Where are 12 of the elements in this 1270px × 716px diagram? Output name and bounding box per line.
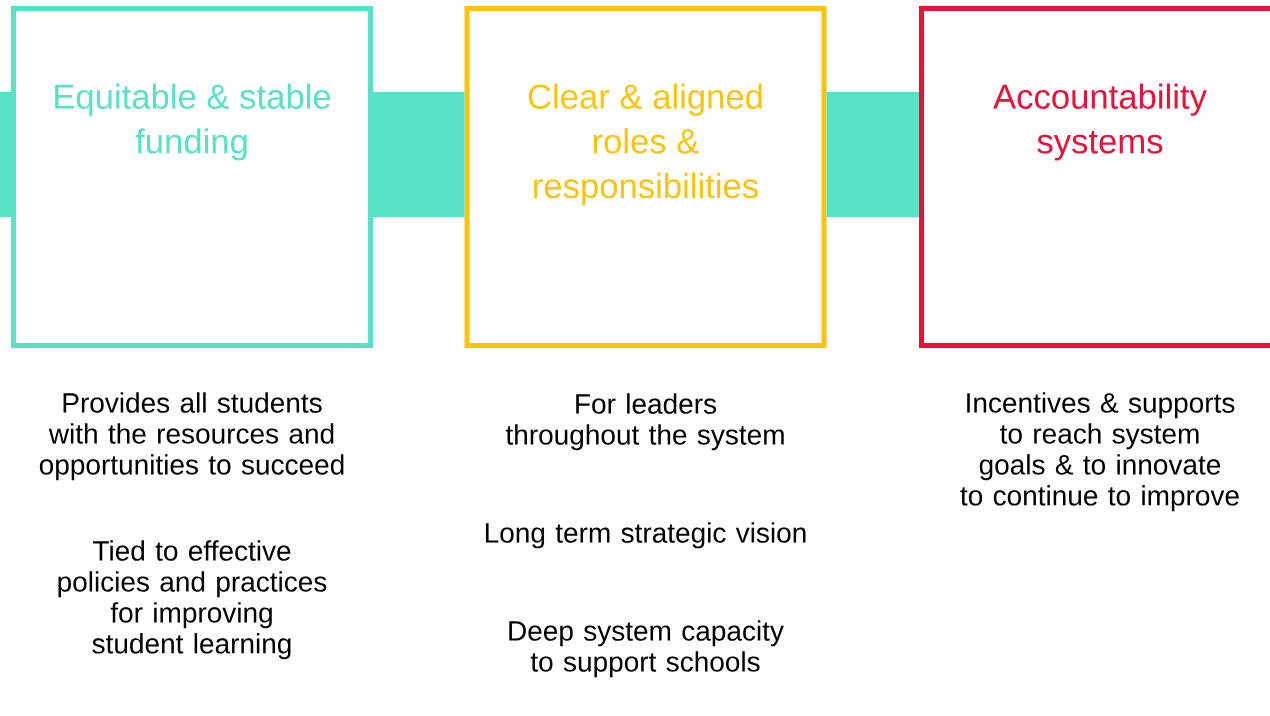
connector-band bbox=[826, 92, 919, 217]
description-text: Deep system capacity to support schools bbox=[509, 620, 784, 678]
category-box: Equitable & stable funding bbox=[11, 6, 373, 348]
category-box: Accountability systems bbox=[919, 6, 1270, 348]
connector-band bbox=[0, 92, 11, 217]
category-box: Clear & aligned roles & responsibilities bbox=[464, 6, 827, 348]
description-text: Long term strategic vision bbox=[485, 522, 806, 549]
description-text: Tied to effective policies and practices for improving student learning bbox=[58, 540, 327, 660]
description-text: Provides all students with the resources and opportunities to succeed bbox=[39, 392, 344, 481]
description-text: For leaders throughout the system bbox=[505, 393, 784, 451]
description-text: Incentives & supports to reach system goals & to innovate to continue to improve bbox=[960, 392, 1239, 512]
connector-band bbox=[373, 92, 465, 217]
